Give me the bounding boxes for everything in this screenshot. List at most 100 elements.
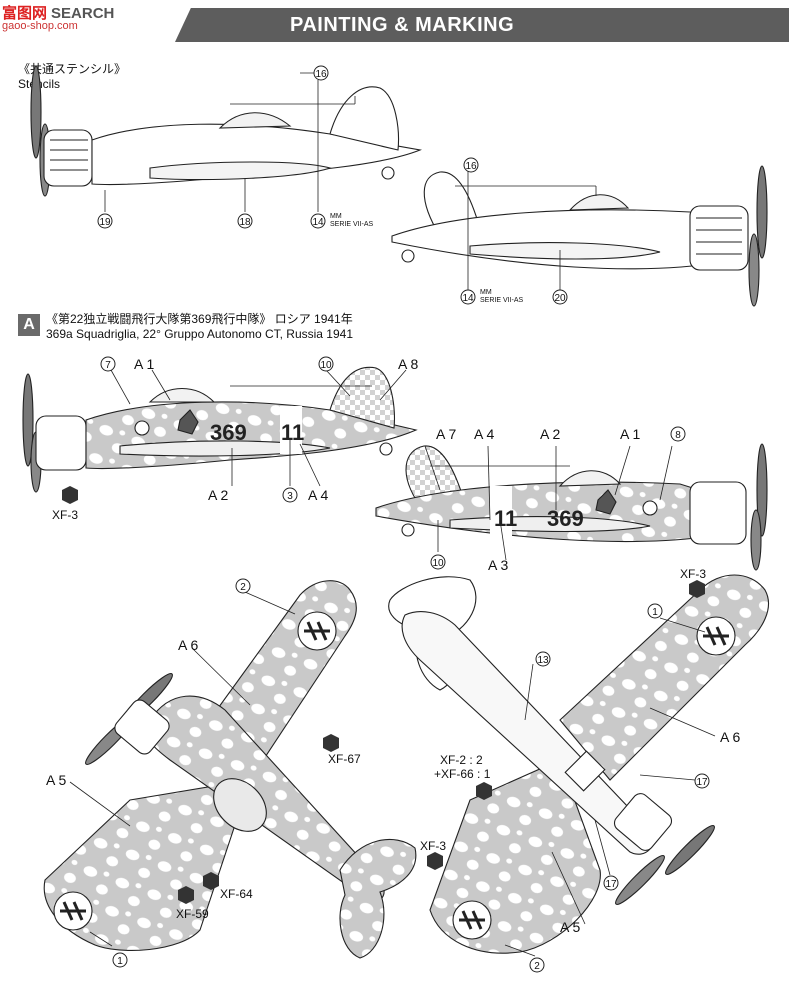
scheme-a-title-en: 369a Squadriglia, 22° Gruppo Autonomo CT…	[46, 327, 353, 341]
callout-t2: 2	[235, 578, 251, 594]
svg-text:19: 19	[99, 217, 111, 228]
fuselage-band	[280, 406, 302, 454]
svg-text:14: 14	[312, 217, 324, 228]
callout-u5: A 5	[560, 919, 580, 935]
landing-wheel	[379, 442, 393, 456]
callout-s18: 18	[237, 213, 253, 229]
svg-text:SERIE VII-AS: SERIE VII-AS	[480, 297, 524, 304]
svg-text:SERIE VII-AS: SERIE VII-AS	[330, 221, 374, 228]
plan-view-leader-lines	[69, 591, 716, 957]
wing-roundel-top-1	[297, 611, 337, 651]
callout-b3: A 3	[488, 557, 508, 573]
callout-b1: A 1	[620, 426, 640, 442]
callout-s14b: 14	[460, 289, 476, 305]
callout-a7: 7	[100, 356, 116, 372]
tail-number-left: 11	[281, 420, 304, 445]
scheme-a-badge: A	[18, 314, 40, 336]
svg-text:XF-3: XF-3	[52, 508, 78, 522]
right-wing	[43, 779, 251, 952]
callout-a1: A 1	[134, 356, 154, 372]
tail-fin	[405, 445, 463, 507]
top-view	[43, 580, 417, 959]
svg-text:17: 17	[605, 879, 617, 890]
cockpit	[213, 778, 267, 832]
svg-text:8: 8	[675, 430, 681, 441]
left-wing	[559, 574, 770, 781]
watermark-url: gaoo-shop.com	[2, 20, 78, 32]
propeller	[748, 165, 768, 307]
svg-text:20: 20	[554, 293, 566, 304]
tail-plane	[339, 839, 417, 959]
engine-cowling	[613, 793, 673, 851]
callout-s14a: 14	[310, 213, 326, 229]
callout-a2: A 2	[208, 487, 228, 503]
fuselage-code-right: 369	[547, 506, 584, 531]
canopy	[148, 388, 216, 403]
callout-u2: 2	[529, 957, 545, 973]
scheme-a-title-jp: 《第22独立戦闘飛行大隊第369飛行中隊》 ロシア 1941年	[46, 312, 353, 326]
svg-text:+XF-66 : 1: +XF-66 : 1	[434, 767, 491, 781]
svg-text:XF-64: XF-64	[220, 887, 253, 901]
canopy	[218, 112, 292, 129]
page-title: PAINTING & MARKING	[290, 14, 515, 36]
stencils-title-jp: 《共通ステンシル》	[18, 62, 127, 76]
paint-chip-xf3-bottom: XF-3	[420, 839, 446, 870]
scheme-a-profile-right	[375, 443, 768, 571]
canopy	[568, 194, 630, 211]
callout-u6: A 6	[720, 729, 740, 745]
wing-root	[119, 440, 331, 457]
paint-chip-xf67: XF-67	[323, 734, 361, 766]
scheme-a-profile-left	[22, 366, 418, 493]
callout-s19: 19	[97, 213, 113, 229]
callout-b2: A 2	[540, 426, 560, 442]
svg-text:16: 16	[465, 161, 477, 172]
landing-wheel	[401, 249, 415, 263]
paint-chip-xf59: XF-59	[176, 886, 209, 921]
callout-b7: A 7	[436, 426, 456, 442]
callout-a3: 3	[282, 487, 298, 503]
callout-u17a: 17	[694, 773, 710, 789]
callout-b10: 10	[430, 554, 446, 570]
svg-text:MM: MM	[480, 289, 492, 296]
callout-a4: A 4	[308, 487, 328, 503]
fuselage-band	[490, 486, 512, 536]
propeller	[750, 443, 768, 571]
radiator-scoop	[564, 750, 606, 792]
scheme-a-heading: 《第22独立戦闘飛行大隊第369飛行中隊》 ロシア 1941年 369a Squ…	[46, 312, 353, 342]
svg-text:XF-3: XF-3	[420, 839, 446, 853]
stencil-callouts	[104, 72, 597, 290]
squadron-emblem	[177, 409, 199, 435]
stencil-profile-right	[391, 165, 768, 307]
svg-text:10: 10	[320, 360, 332, 371]
svg-text:16: 16	[315, 69, 327, 80]
paint-chip-xf64: XF-64	[203, 872, 253, 901]
callout-a8: A 8	[398, 356, 418, 372]
svg-text:1: 1	[652, 607, 658, 618]
svg-text:14: 14	[462, 293, 474, 304]
callout-t1: 1	[112, 952, 128, 968]
fuselage-roundel	[134, 420, 150, 436]
svg-text:2: 2	[240, 582, 246, 593]
callout-s16a: 16	[313, 65, 329, 81]
tail-fin	[329, 366, 395, 429]
svg-text:MM: MM	[330, 213, 342, 220]
svg-text:2: 2	[534, 961, 540, 972]
squadron-emblem	[595, 489, 617, 515]
tail-fin	[329, 86, 399, 151]
wing-roundel-bottom-1	[696, 616, 736, 656]
callout-u17b: 17	[603, 875, 619, 891]
engine-cowling	[114, 699, 170, 755]
wing-roundel-top-2	[53, 891, 93, 931]
callout-t6: A 6	[178, 637, 198, 653]
svg-text:XF-67: XF-67	[328, 752, 361, 766]
stencil-profile-left	[30, 65, 422, 197]
tail-number-right: 11	[494, 506, 517, 531]
svg-text:18: 18	[239, 217, 251, 228]
svg-text:13: 13	[537, 655, 549, 666]
svg-text:3: 3	[287, 491, 293, 502]
svg-text:XF-2 : 2: XF-2 : 2	[440, 753, 483, 767]
callout-a10: 10	[318, 356, 334, 372]
engine-cowling	[35, 415, 87, 471]
